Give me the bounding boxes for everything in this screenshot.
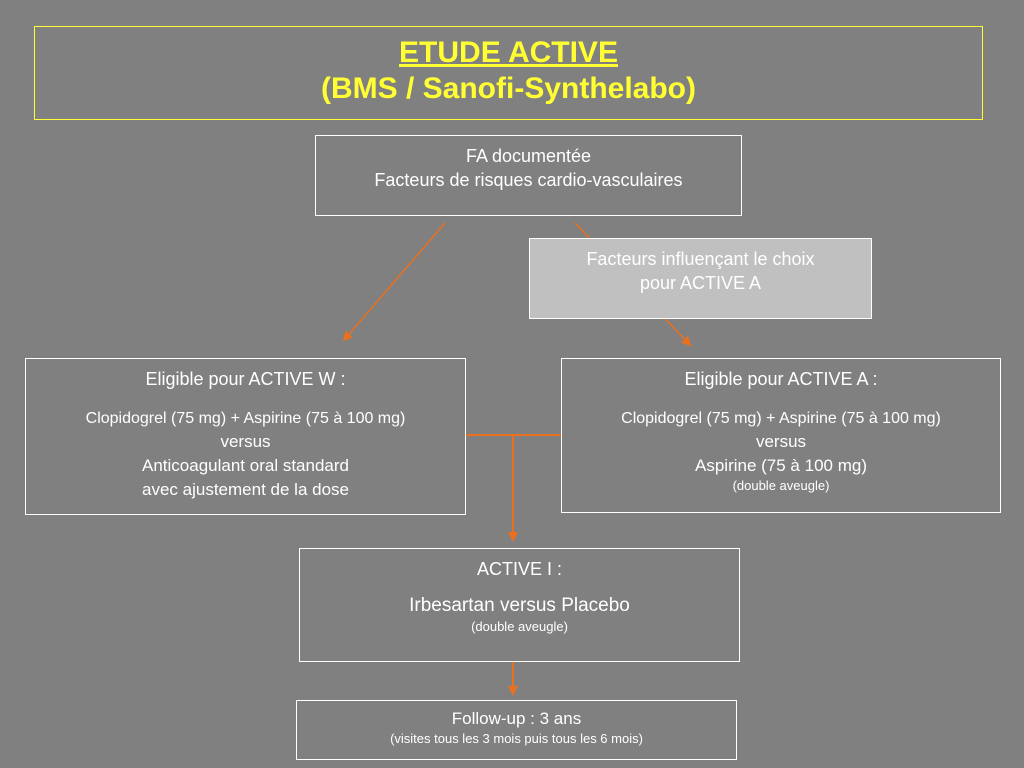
active-a-heading: Eligible pour ACTIVE A : xyxy=(684,369,878,389)
active-w-line-2: versus xyxy=(220,432,271,451)
inclusion-line-1: FA documentée xyxy=(465,146,592,166)
followup-note: (visites tous les 3 mois puis tous les 6… xyxy=(390,731,643,746)
followup-box: Follow-up : 3 ans (visites tous les 3 mo… xyxy=(296,700,737,760)
choice-factors-line-1: Facteurs influençant le choix xyxy=(586,249,815,269)
active-a-box: Eligible pour ACTIVE A : Clopidogrel (75… xyxy=(561,358,1001,513)
title-sponsor: (BMS / Sanofi-Synthelabo) xyxy=(321,72,696,105)
active-w-line-4: avec ajustement de la dose xyxy=(142,480,349,499)
choice-factors-line-2: pour ACTIVE A xyxy=(639,273,762,293)
active-w-heading: Eligible pour ACTIVE W : xyxy=(145,369,346,389)
inclusion-line-2: Facteurs de risques cardio-vasculaires xyxy=(374,170,683,190)
active-w-line-3: Anticoagulant oral standard xyxy=(142,456,349,475)
active-i-line-1: Irbesartan versus Placebo xyxy=(409,595,630,616)
active-a-line-2: versus xyxy=(755,432,807,451)
active-a-note: (double aveugle) xyxy=(732,478,830,493)
active-i-note: (double aveugle) xyxy=(471,619,568,634)
title-main: ETUDE ACTIVE xyxy=(399,36,618,69)
arrow-to-active-w xyxy=(342,222,446,342)
active-i-heading: ACTIVE I : xyxy=(476,559,563,579)
active-a-line-1: Clopidogrel (75 mg) + Aspirine (75 à 100… xyxy=(621,410,941,427)
active-w-box: Eligible pour ACTIVE W : Clopidogrel (75… xyxy=(25,358,466,515)
choice-factors-box: Facteurs influençant le choix pour ACTIV… xyxy=(529,238,872,319)
active-w-line-1: Clopidogrel (75 mg) + Aspirine (75 à 100… xyxy=(85,410,406,427)
active-a-line-3: Aspirine (75 à 100 mg) xyxy=(695,456,867,475)
title-box: ETUDE ACTIVE (BMS / Sanofi-Synthelabo) xyxy=(34,26,983,120)
active-i-box: ACTIVE I : Irbesartan versus Placebo (do… xyxy=(299,548,740,662)
followup-line-1: Follow-up : 3 ans xyxy=(451,709,582,728)
inclusion-criteria-box: FA documentée Facteurs de risques cardio… xyxy=(315,135,742,216)
